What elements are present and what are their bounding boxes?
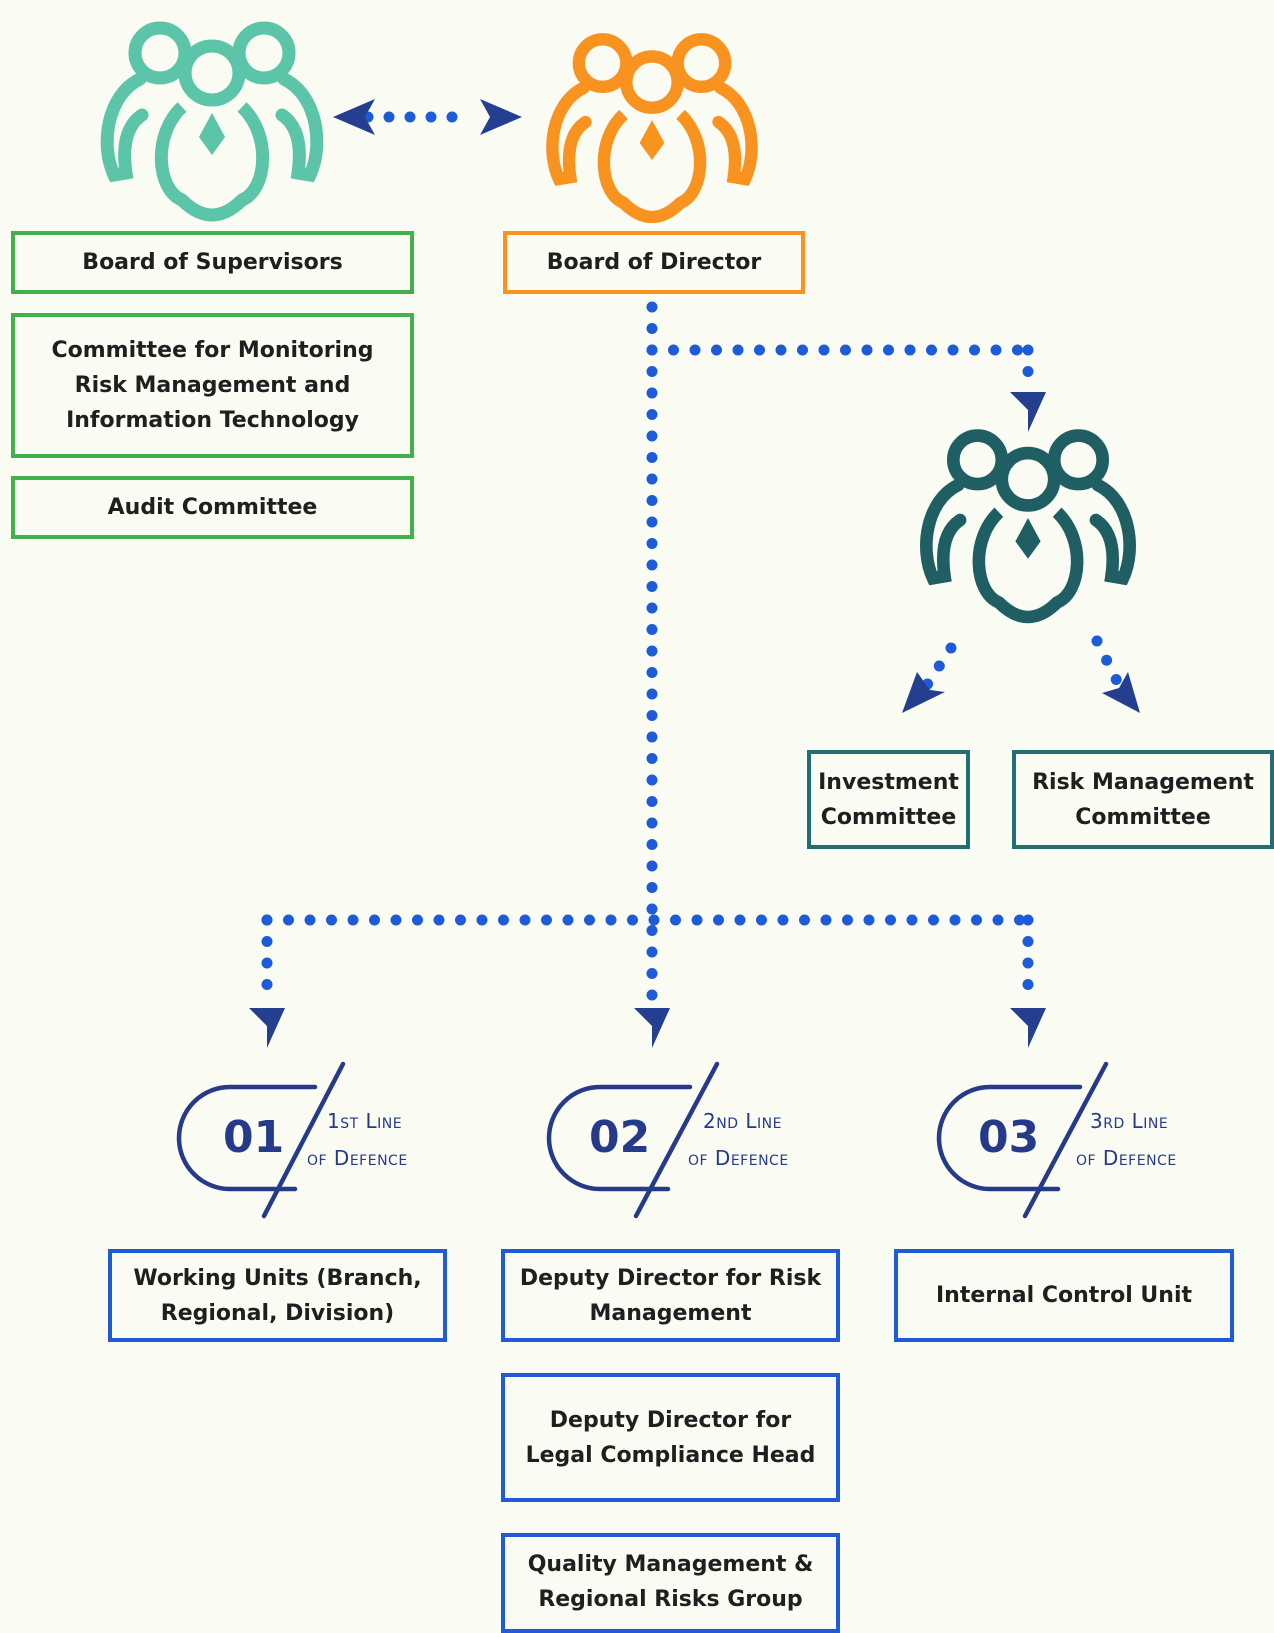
audit-committee-box: Audit Committee: [11, 476, 414, 539]
working-units-box: Working Units (Branch, Regional, Divisio…: [108, 1249, 447, 1342]
risk-management-committee-box: Risk Management Committee: [1012, 750, 1274, 849]
defence-number-01: 01: [223, 1112, 285, 1163]
two-way-arrow: [333, 99, 522, 135]
defence-label-3-line1: 3rd Line: [1090, 1109, 1169, 1133]
dotted-connectors: [261, 301, 1124, 1011]
committee-monitoring-risk-it-box: Committee for Monitoring Risk Management…: [11, 313, 414, 458]
internal-control-unit-box: Internal Control Unit: [894, 1249, 1234, 1342]
board-of-supervisors-box: Board of Supervisors: [11, 231, 414, 294]
board-of-director-box: Board of Director: [503, 231, 805, 294]
defence-label-3-line2: of Defence: [1076, 1146, 1177, 1170]
defence-label-1-line1: 1st Line: [327, 1109, 403, 1133]
defence-label-2-line2: of Defence: [688, 1146, 789, 1170]
quality-management-group-box: Quality Management & Regional Risks Grou…: [501, 1533, 840, 1633]
defence-number-03: 03: [978, 1112, 1040, 1163]
defence-label-2-line1: 2nd Line: [703, 1109, 782, 1133]
committees-icon: [926, 436, 1129, 617]
deputy-director-risk-box: Deputy Director for Risk Management: [501, 1249, 840, 1342]
board-supervisors-icon: [107, 28, 317, 215]
board-director-icon: [552, 39, 751, 217]
defence-label-1-line2: of Defence: [307, 1146, 408, 1170]
defence-badges: [176, 1061, 1109, 1219]
deputy-director-legal-box: Deputy Director for Legal Compliance Hea…: [501, 1373, 840, 1502]
arrowheads: [249, 392, 1140, 1048]
investment-committee-box: Investment Committee: [807, 750, 970, 849]
defence-number-02: 02: [589, 1112, 651, 1163]
